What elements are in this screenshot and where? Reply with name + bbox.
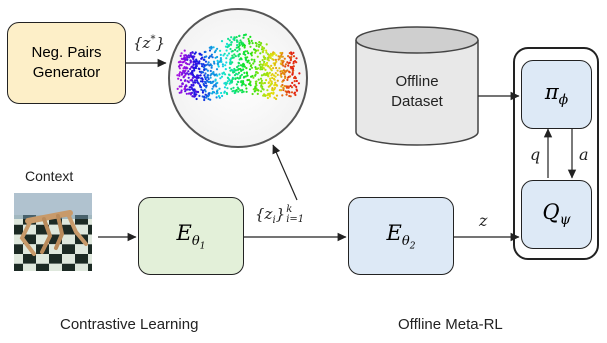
neg-pairs-line1: Neg. Pairs — [31, 44, 102, 61]
offline-dataset-cylinder — [355, 26, 479, 146]
context-label: Context — [25, 168, 74, 184]
arrow-latent-to-embedding — [272, 144, 298, 201]
q-function-box: Qψ — [521, 180, 592, 249]
neg-output-label: {z*} — [133, 34, 165, 52]
z-label: z — [479, 211, 488, 230]
context-image — [14, 193, 92, 271]
embedding-plot — [168, 8, 308, 148]
caption-contrastive-learning: Contrastive Learning — [60, 316, 199, 333]
encoder-1: Eθ1 — [138, 197, 244, 275]
embedding-scatter-points — [176, 33, 301, 102]
caption-offline-meta-rl: Offline Meta-RL — [398, 316, 503, 333]
robot-icon — [14, 193, 92, 256]
encoder-2: Eθ2 — [348, 197, 454, 275]
agent-container — [513, 47, 599, 260]
neg-pairs-line2: Generator — [32, 64, 101, 81]
a-label: a — [579, 145, 589, 164]
policy-box: πϕ — [521, 60, 592, 129]
dataset-label: Offline Dataset — [391, 73, 443, 110]
q-label: q — [530, 145, 541, 164]
neg-pairs-generator: Neg. Pairs Generator — [7, 22, 126, 104]
